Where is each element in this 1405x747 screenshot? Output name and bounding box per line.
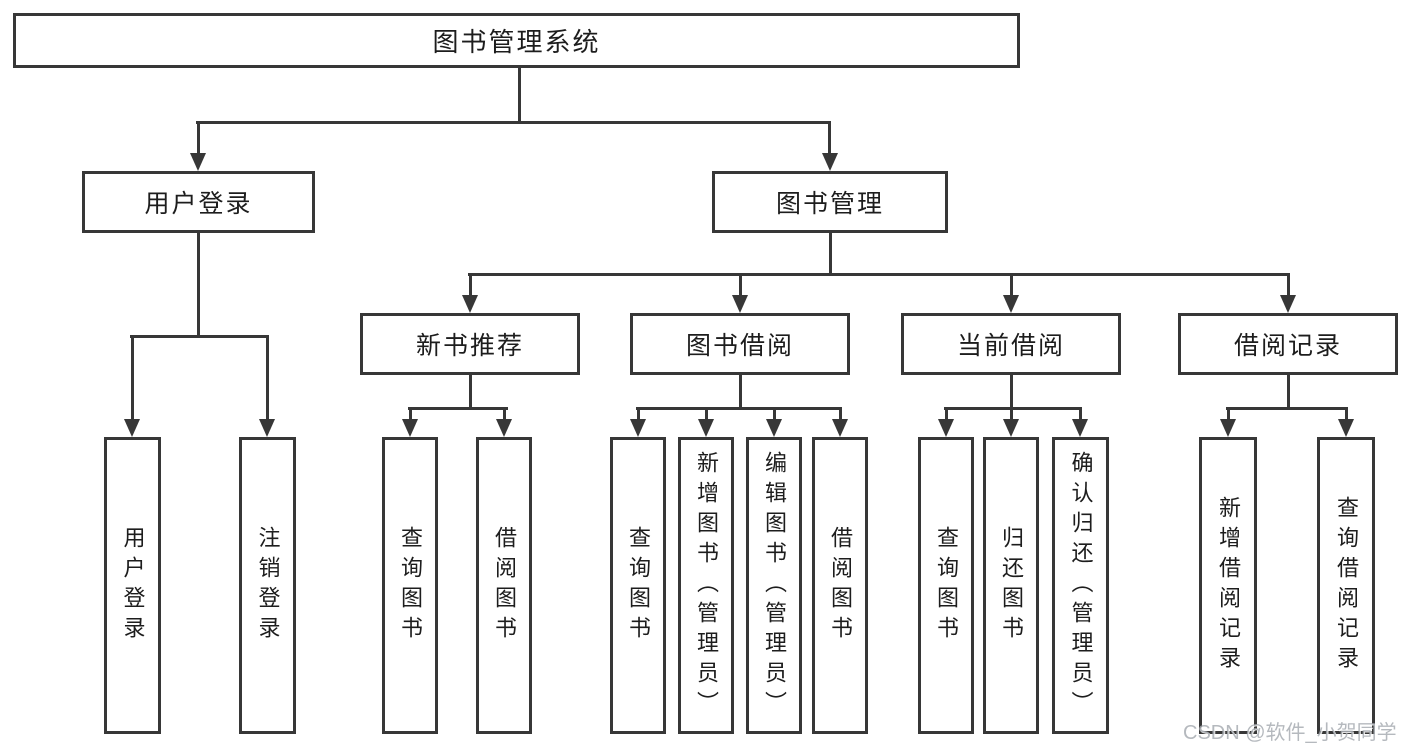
csdn-watermark: CSDN @软件_小贺同学	[1183, 722, 1397, 744]
connector-borrowing-records-stub	[1287, 375, 1290, 410]
arrowhead-book-borrowing	[732, 295, 748, 313]
node-user-login: 用户登录	[82, 171, 315, 233]
connector-drop-records-add	[1227, 407, 1230, 421]
connector-drop-current-confirm	[1079, 407, 1082, 421]
arrowhead-leaf-user-login	[124, 419, 140, 437]
leaf-records-query-record: 查询借阅记录	[1317, 437, 1375, 734]
connector-drop-leaf-user-login	[131, 335, 134, 421]
connector-drop-borrow-query	[637, 407, 640, 421]
connector-drop-borrow-borrow	[839, 407, 842, 421]
arrowhead-recommend-query	[402, 419, 418, 437]
connector-drop-records-query	[1345, 407, 1348, 421]
node-library-system-label: 图书管理系统	[432, 27, 601, 57]
leaf-logout: 注销登录	[239, 437, 296, 734]
connector-drop-book-borrowing	[739, 273, 742, 299]
leaf-logout-label: 注销登录	[255, 525, 281, 646]
connector-root-stub	[518, 68, 521, 123]
connector-user-login-stub	[197, 233, 200, 338]
connector-root-bus	[196, 121, 831, 124]
node-user-login-label: 用户登录	[144, 190, 253, 218]
node-current-borrowing: 当前借阅	[901, 313, 1121, 375]
arrowhead-current-query	[938, 419, 954, 437]
leaf-recommend-query-books-label: 查询图书	[398, 525, 423, 646]
leaf-recommend-query-books: 查询图书	[382, 437, 438, 734]
leaf-records-add-record-label: 新增借阅记录	[1216, 495, 1241, 676]
arrowhead-recommend-borrow	[496, 419, 512, 437]
leaf-recommend-borrow-books: 借阅图书	[476, 437, 532, 734]
connector-drop-borrow-edit	[773, 407, 776, 421]
connector-drop-recommend-query	[409, 407, 412, 421]
leaf-user-login-label: 用户登录	[120, 525, 146, 646]
leaf-current-query-books-label: 查询图书	[934, 525, 959, 646]
node-book-management: 图书管理	[712, 171, 948, 233]
connector-book-management-bus	[468, 273, 1290, 276]
leaf-borrow-add-books-admin: 新增图书（管理员）	[678, 437, 734, 734]
leaf-borrow-query-books-label: 查询图书	[626, 525, 651, 646]
leaf-records-query-record-label: 查询借阅记录	[1334, 495, 1359, 676]
leaf-recommend-borrow-books-label: 借阅图书	[492, 525, 517, 646]
leaf-user-login: 用户登录	[104, 437, 161, 734]
node-new-book-recommend-label: 新书推荐	[415, 332, 524, 360]
leaf-current-confirm-return-admin-label: 确认归还（管理员）	[1068, 450, 1094, 721]
leaf-current-confirm-return-admin: 确认归还（管理员）	[1052, 437, 1109, 734]
node-current-borrowing-label: 当前借阅	[956, 332, 1065, 360]
connector-drop-leaf-logout	[266, 335, 269, 421]
arrowhead-borrowing-records	[1280, 295, 1296, 313]
connector-book-borrowing-bus	[636, 407, 842, 410]
leaf-current-return-books-label: 归还图书	[999, 525, 1024, 646]
arrowhead-borrow-query	[630, 419, 646, 437]
connector-drop-current-return	[1010, 407, 1013, 421]
connector-book-borrowing-stub	[739, 375, 742, 410]
leaf-borrow-borrow-books: 借阅图书	[812, 437, 868, 734]
arrowhead-leaf-logout	[259, 419, 275, 437]
arrowhead-book-management	[822, 153, 838, 171]
arrowhead-records-query	[1338, 419, 1354, 437]
node-book-borrowing: 图书借阅	[630, 313, 850, 375]
connector-new-book-recommend-bus	[408, 407, 508, 410]
connector-drop-book-management	[828, 121, 831, 155]
arrowhead-borrow-borrow	[832, 419, 848, 437]
connector-current-borrowing-stub	[1010, 375, 1013, 410]
node-new-book-recommend: 新书推荐	[360, 313, 580, 375]
node-library-system: 图书管理系统	[13, 13, 1020, 68]
leaf-current-return-books: 归还图书	[983, 437, 1039, 734]
connector-borrowing-records-bus	[1226, 407, 1348, 410]
connector-drop-current-query	[945, 407, 948, 421]
leaf-borrow-query-books: 查询图书	[610, 437, 666, 734]
arrowhead-current-return	[1003, 419, 1019, 437]
arrowhead-new-book-recommend	[462, 295, 478, 313]
leaf-borrow-borrow-books-label: 借阅图书	[828, 525, 853, 646]
arrowhead-current-borrowing	[1003, 295, 1019, 313]
connector-drop-new-book-recommend	[469, 273, 472, 299]
connector-user-login-bus	[130, 335, 269, 338]
connector-new-book-recommend-stub	[469, 375, 472, 410]
connector-drop-borrow-add	[705, 407, 708, 421]
connector-drop-current-borrowing	[1010, 273, 1013, 299]
connector-book-management-stub	[829, 233, 832, 276]
arrowhead-current-confirm	[1072, 419, 1088, 437]
connector-drop-borrowing-records	[1287, 273, 1290, 299]
node-borrowing-records-label: 借阅记录	[1233, 332, 1342, 360]
arrowhead-user-login	[190, 153, 206, 171]
connector-drop-recommend-borrow	[503, 407, 506, 421]
leaf-borrow-add-books-admin-label: 新增图书（管理员）	[694, 450, 719, 721]
connector-drop-user-login	[197, 121, 200, 155]
arrowhead-records-add	[1220, 419, 1236, 437]
node-book-management-label: 图书管理	[775, 190, 884, 218]
arrowhead-borrow-edit	[766, 419, 782, 437]
node-borrowing-records: 借阅记录	[1178, 313, 1398, 375]
leaf-borrow-edit-books-admin: 编辑图书（管理员）	[746, 437, 802, 734]
leaf-borrow-edit-books-admin-label: 编辑图书（管理员）	[762, 450, 787, 721]
connector-current-borrowing-bus	[944, 407, 1082, 410]
leaf-records-add-record: 新增借阅记录	[1199, 437, 1257, 734]
leaf-current-query-books: 查询图书	[918, 437, 974, 734]
node-book-borrowing-label: 图书借阅	[685, 332, 794, 360]
arrowhead-borrow-add	[698, 419, 714, 437]
